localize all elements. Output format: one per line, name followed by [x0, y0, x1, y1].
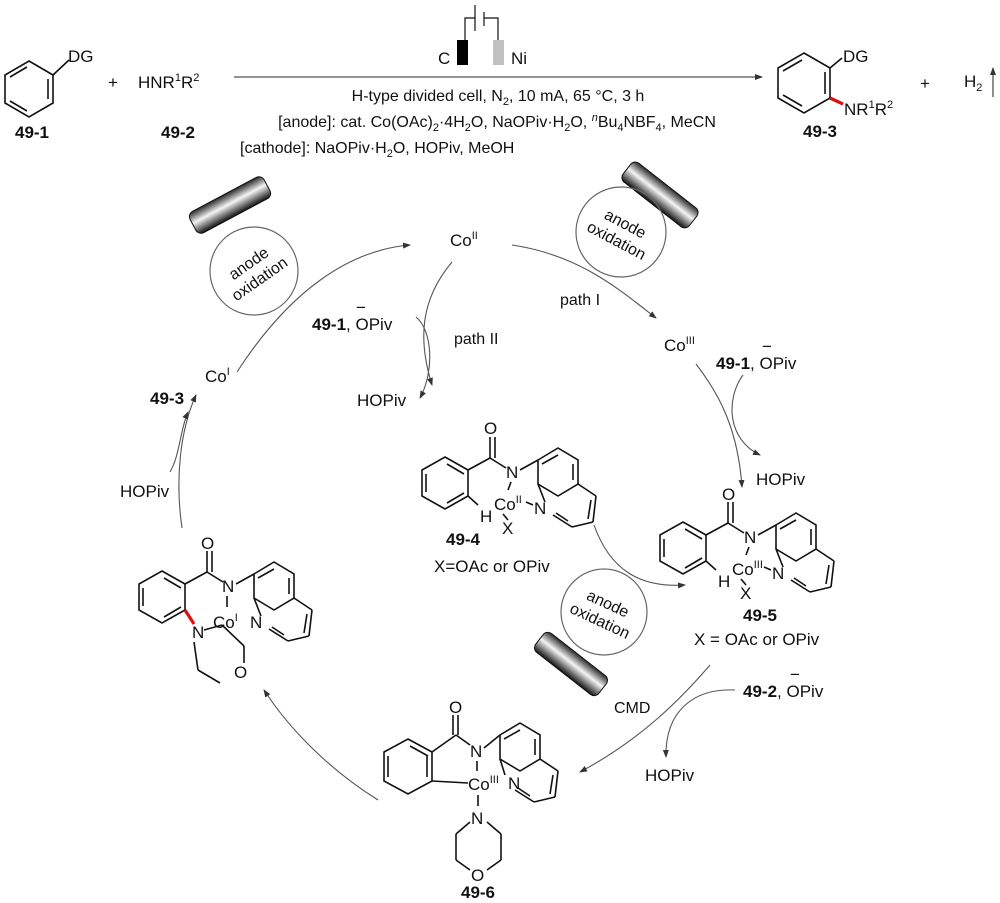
hopiv-release-arrow-1: [415, 316, 431, 399]
product-release-arrow: [169, 411, 189, 473]
nickel-cathode-icon: [493, 40, 504, 65]
svg-text:X: X: [502, 519, 513, 538]
conditions-line-2: [anode]: cat. Co(OAc)2·4H2O, NaOPiv·H2O,…: [278, 112, 716, 134]
svg-text:O: O: [449, 698, 462, 717]
anode-oxidation-bubble-2: anode oxidation: [575, 186, 667, 278]
new-cn-bond-2: [183, 609, 196, 625]
anode-oxidation-bubble-1: anode oxidation: [209, 226, 299, 316]
hydrogen-gas: H2: [964, 67, 996, 97]
conditions-line-1: H-type divided cell, N2, 10 mA, 65 °C, 3…: [352, 88, 645, 108]
svg-text:HNR1R2: HNR1R2: [138, 72, 199, 92]
product-49-3: DG NR1R2 49-3: [777, 47, 893, 141]
compound-label-49-6: 49-6: [461, 883, 495, 902]
svg-text:CoII: CoII: [494, 494, 522, 514]
cycle-arrow-path-ii: [423, 261, 453, 386]
svg-text:N: N: [250, 613, 262, 632]
compound-label-49-1: 49-1: [15, 123, 49, 142]
x-definition-49-5: X = OAc or OPiv: [694, 630, 820, 649]
svg-text:O: O: [471, 866, 484, 885]
anode-electrode-icon-2: [621, 161, 699, 229]
svg-text:H: H: [718, 572, 730, 591]
intermediate-49-5: O N N CoIII H X 49-5 X = OAc or OPiv: [659, 485, 835, 649]
cycle-arrow-to-co1: [178, 394, 197, 529]
path-i-label: path I: [560, 292, 600, 309]
compound-label-49-3: 49-3: [803, 122, 837, 141]
hopiv-label-2: HOPiv: [756, 470, 806, 489]
anode-label: C: [438, 49, 450, 68]
svg-text:N: N: [506, 463, 518, 482]
substrate-49-1: DG 49-1: [4, 47, 94, 142]
cycle-arrow-co3-to-49-5: [695, 363, 745, 488]
svg-text:X: X: [740, 584, 751, 603]
svg-text:N: N: [508, 774, 520, 793]
reagent-left-in: 49-1, OPiv: [312, 315, 393, 334]
cycle-arrow-co1-to-co2: [236, 242, 411, 373]
cobalt-ii-species: CoII: [450, 230, 478, 250]
cycle-arrow-49-4-to-49-5: [593, 524, 686, 589]
anode-electrode-icon: [188, 176, 272, 234]
reagent-right-in: 49-1, OPiv: [716, 354, 797, 373]
path-ii-label: path II: [454, 331, 498, 348]
product-directing-group: DG: [843, 47, 869, 66]
directing-group: DG: [68, 47, 94, 66]
cobalt-i-aminated-complex: O N N CoI N O: [138, 534, 313, 684]
cathode-label: Ni: [511, 49, 527, 68]
svg-text:CoIII: CoIII: [732, 559, 763, 579]
svg-text:CoIII: CoIII: [468, 774, 499, 794]
svg-text:NR1R2: NR1R2: [844, 99, 893, 119]
svg-text:O: O: [722, 485, 735, 504]
svg-text:N: N: [471, 809, 483, 828]
charge-sign-3: −: [790, 665, 800, 684]
reagent-bottom-in: 49-2, OPiv: [743, 682, 824, 701]
svg-text:N: N: [222, 577, 234, 596]
carbon-anode-icon: [457, 40, 468, 65]
svg-text:N: N: [470, 742, 482, 761]
amine-49-2: HNR1R2 49-2: [138, 72, 199, 142]
product-out-label: 49-3: [150, 389, 184, 408]
svg-text:N: N: [744, 528, 756, 547]
cycle-arrow-cmd: [579, 664, 711, 773]
cobalt-iii-species: CoIII: [664, 335, 695, 355]
hopiv-label-1: HOPiv: [357, 391, 407, 410]
svg-text:N: N: [192, 623, 204, 642]
new-cn-bond: [829, 96, 844, 106]
plus-sign: +: [108, 73, 118, 92]
charge-sign: −: [356, 298, 366, 317]
cycle-arrow-path-i: [511, 244, 657, 319]
svg-text:O: O: [234, 663, 247, 682]
svg-text:O: O: [201, 534, 214, 553]
compound-label-49-5: 49-5: [743, 606, 777, 625]
svg-text:O: O: [484, 419, 497, 438]
compound-label-49-2: 49-2: [161, 123, 195, 142]
svg-text:N: N: [534, 499, 546, 518]
cycle-arrow-49-6-to-coi-complex: [263, 689, 379, 801]
hopiv-release-arrow-2: [731, 374, 761, 456]
anode-oxidation-bubble-3: anode oxidation: [560, 568, 648, 656]
cmd-label: CMD: [614, 700, 650, 717]
hopiv-label-4: HOPiv: [120, 482, 170, 501]
electrolysis-cell-icon: C Ni: [438, 5, 527, 68]
hopiv-label-3: HOPiv: [645, 766, 695, 785]
intermediate-49-4: O N N CoII H X 49-4 X=OAc or OPiv: [421, 419, 597, 576]
hopiv-release-arrow-3: [662, 689, 736, 758]
svg-text:H: H: [480, 507, 492, 526]
charge-sign-2: −: [762, 337, 772, 356]
x-definition-49-4: X=OAc or OPiv: [434, 557, 550, 576]
compound-label-49-4: 49-4: [446, 530, 481, 549]
cobalt-i-species: CoI: [205, 366, 230, 386]
svg-text:N: N: [772, 564, 784, 583]
plus-sign-2: +: [920, 74, 930, 93]
svg-text:CoI: CoI: [213, 612, 238, 632]
svg-text:H2: H2: [964, 72, 982, 94]
intermediate-49-6: O N N CoIII N O 49-6: [383, 698, 559, 902]
conditions-line-3: [cathode]: NaOPiv·H2O, HOPiv, MeOH: [240, 140, 514, 160]
anode-electrode-icon-3: [534, 631, 608, 697]
